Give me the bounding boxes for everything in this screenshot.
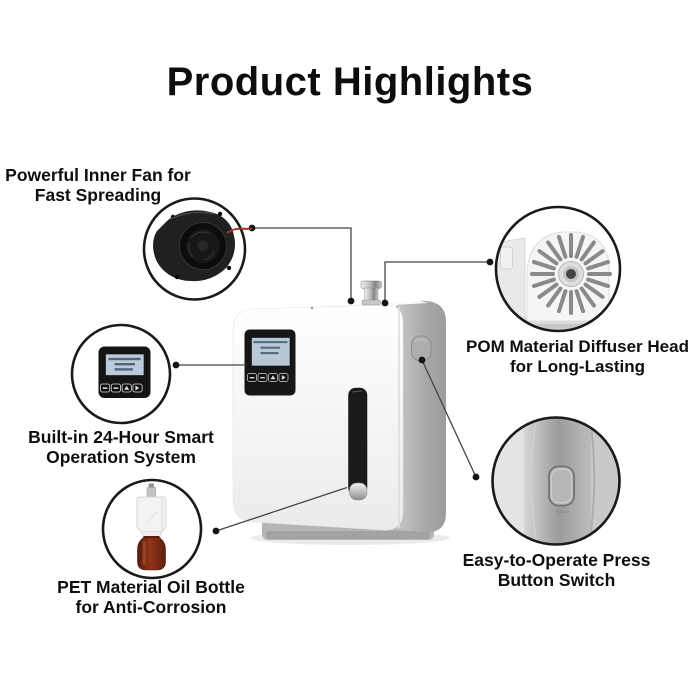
press-button-callout-circle <box>491 416 621 546</box>
product-top-pinhole <box>310 306 314 310</box>
fan-label-line2: Fast Spreading <box>34 184 162 205</box>
switch-connector-line <box>421 359 477 478</box>
callout-connectors <box>172 224 494 535</box>
head-label-line1: POM Material Diffuser Head <box>466 337 689 356</box>
smart-system-callout-circle <box>70 323 172 425</box>
connector-dots <box>172 224 494 535</box>
switch-label-line1: Easy-to-Operate Press <box>462 550 651 570</box>
press-button-callout-label: Easy-to-Operate Press Button Switch <box>444 550 669 590</box>
fan-red-wire <box>226 227 253 234</box>
bottle-connector-line <box>215 486 348 532</box>
page-title: Product Highlights <box>166 60 534 104</box>
fan-callout-label: Powerful Inner Fan for Fast Spreading <box>0 165 196 205</box>
product-oil-window <box>348 387 368 501</box>
head-nozzle-hole <box>566 269 576 279</box>
diffuser-head-callout-circle <box>494 205 622 333</box>
smart-label-line2: Operation System <box>46 446 196 467</box>
diffuser-product-image <box>232 280 450 545</box>
switch-label-line2: Button Switch <box>497 569 616 590</box>
bottle-label-line1: PET Material Oil Bottle <box>57 577 245 597</box>
oil-bottle-callout-circle <box>101 478 203 580</box>
product-side-panel <box>396 300 446 533</box>
fan-label-line1: Powerful Inner Fan for <box>5 165 191 185</box>
smart-label-line1: Built-in 24-Hour Smart <box>28 427 214 447</box>
bottle-cap-in-window <box>349 482 368 501</box>
pom-diffuser-head-image <box>497 231 614 330</box>
diffuser-head-callout-label: POM Material Diffuser Head for Long-Last… <box>455 337 700 376</box>
fan-callout-circle <box>142 197 253 301</box>
oil-bottle-callout-label: PET Material Oil Bottle for Anti-Corrosi… <box>38 577 264 617</box>
bottle-label-line2: for Anti-Corrosion <box>75 596 227 617</box>
head-radial-vents <box>530 233 612 315</box>
product-control-panel <box>244 329 296 396</box>
blower-fan-image <box>153 210 236 282</box>
amber-oil-bottle-image <box>136 483 167 571</box>
fan-connector-line <box>252 227 352 301</box>
press-button <box>548 465 575 507</box>
product-nozzle <box>360 280 382 306</box>
product-panel-buttons <box>247 373 289 382</box>
bottle-pump-cap <box>136 496 167 536</box>
product-base-dark-strip <box>266 531 430 539</box>
panel-buttons <box>100 383 143 393</box>
bottle-glass-body <box>137 537 166 571</box>
head-connector-line <box>384 261 490 303</box>
head-label-line2: for Long-Lasting <box>509 356 646 376</box>
lcd-control-panel-image <box>98 346 151 398</box>
smart-system-callout-label: Built-in 24-Hour Smart Operation System <box>14 427 228 467</box>
